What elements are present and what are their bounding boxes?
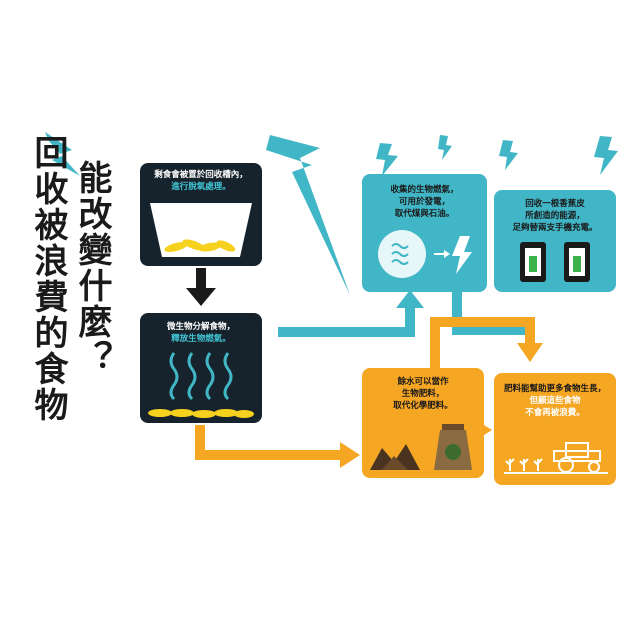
lightning-icon xyxy=(438,135,452,160)
gas-to-power-icon xyxy=(378,230,472,278)
gas-card: 收集的生物燃氣， 可用於發電， 取代煤與石油。 xyxy=(362,174,487,292)
fertilizer-bag-icon xyxy=(370,424,472,470)
fertilizer-caption-1: 餘水可以當作 xyxy=(397,377,449,387)
title-line-2: 回收被浪費的食物 xyxy=(28,135,68,423)
fertilizer-caption-2: 生物肥料， xyxy=(401,389,445,399)
title-line-1: 能改變什麼？ xyxy=(72,160,112,376)
banana-caption-1: 回收一根香蕉皮 xyxy=(525,199,585,209)
lightning-icon xyxy=(499,140,518,170)
microbe-caption-2: 釋放生物燃氣。 xyxy=(171,334,231,344)
phone-battery-icon xyxy=(520,242,590,282)
grow-caption-1: 肥料能幫助更多食物生長， xyxy=(503,384,606,394)
fertilizer-caption-3: 取代化學肥料。 xyxy=(393,401,453,411)
grow-caption-2: 但顧這些食物 xyxy=(529,396,581,406)
fertilizer-card: 餘水可以當作 生物肥料， 取代化學肥料。 xyxy=(362,368,484,478)
orange-arrowhead xyxy=(340,442,360,468)
lightning-icon xyxy=(45,132,80,176)
gas-caption-1: 收集的生物燃氣， xyxy=(390,185,459,195)
lightning-icon xyxy=(266,135,350,295)
microbe-caption-1: 微生物分解食物， xyxy=(166,322,235,332)
gas-wave-icon xyxy=(148,352,254,418)
bin-card: 剩食會被置於回收槽內， 進行脫氧處理。 xyxy=(140,163,262,266)
banana-caption-3: 足夠替兩支手機充電。 xyxy=(512,223,598,233)
tractor-icon xyxy=(504,442,608,474)
orange-arrow xyxy=(195,425,345,460)
banana-card: 回收一根香蕉皮 所創造的能源， 足夠替兩支手機充電。 xyxy=(494,190,616,292)
teal-arrow xyxy=(452,290,530,335)
bin-caption-1: 剩食會被置於回收槽內， xyxy=(154,170,248,180)
black-arrow xyxy=(186,268,216,306)
teal-arrowhead xyxy=(396,290,424,308)
lightning-icon xyxy=(594,136,618,175)
microbe-card: 微生物分解食物， 釋放生物燃氣。 xyxy=(140,313,262,423)
grow-caption-3: 不會再被浪費。 xyxy=(525,408,585,418)
banana-caption-2: 所創造的能源， xyxy=(525,211,585,221)
teal-arrow xyxy=(278,305,415,337)
orange-arrow xyxy=(430,317,535,368)
gas-caption-2: 可用於發電， xyxy=(398,197,450,207)
lightning-icon xyxy=(376,143,398,176)
bin-icon xyxy=(150,203,252,257)
orange-arrowhead xyxy=(517,343,543,362)
gas-caption-3: 取代煤與石油。 xyxy=(394,209,455,219)
grow-card: 肥料能幫助更多食物生長， 但顧這些食物 不會再被浪費。 xyxy=(494,373,616,485)
bin-caption-2: 進行脫氧處理。 xyxy=(171,182,231,192)
